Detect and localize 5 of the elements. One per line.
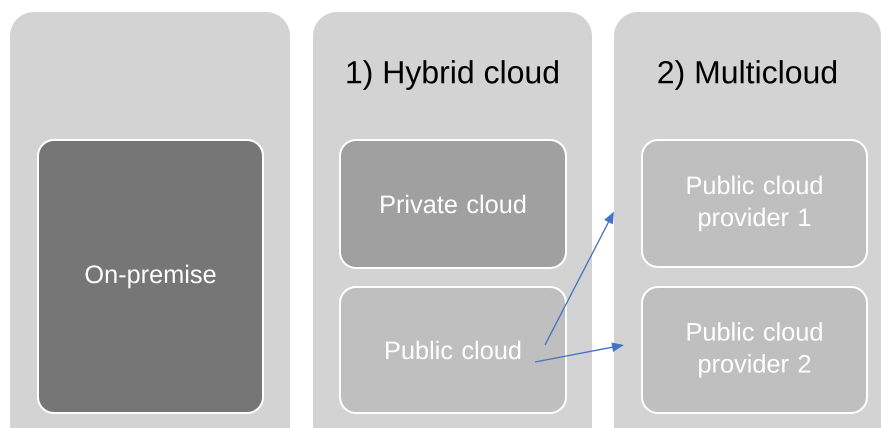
cloud-box: Public cloud [339,286,567,414]
cloud-box: Public cloud provider 2 [641,286,868,414]
cloud-box: On-premise [37,139,264,414]
cloud-box: Private cloud [339,139,567,269]
cloud-box: Public cloud provider 1 [641,139,868,268]
